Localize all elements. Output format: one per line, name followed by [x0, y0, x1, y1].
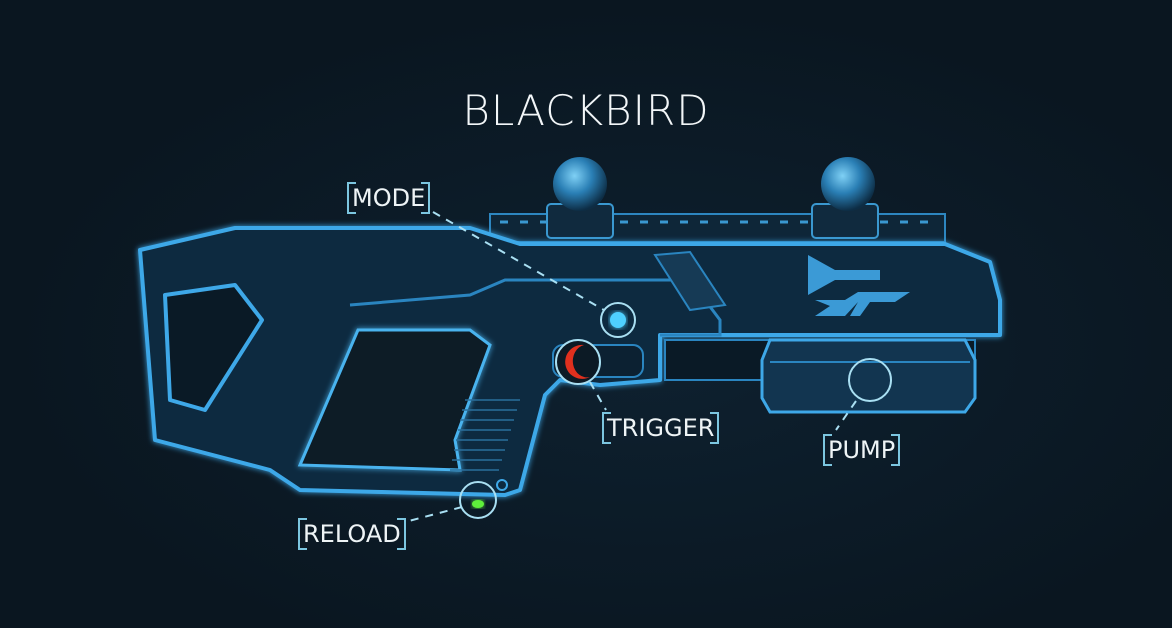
callout-reload: RELOAD — [298, 518, 406, 550]
callout-leaders — [404, 211, 857, 523]
trigger-button[interactable] — [555, 339, 601, 385]
grip-opening — [297, 328, 492, 472]
side-vent — [653, 250, 727, 312]
reload-button[interactable] — [459, 479, 508, 519]
brand-logo-icon — [808, 255, 910, 316]
sight-sphere-front — [811, 157, 879, 239]
callout-pump: PUMP — [823, 434, 901, 466]
callout-mode: MODE — [347, 182, 431, 214]
mode-button[interactable] — [600, 302, 636, 338]
callout-trigger: TRIGGER — [602, 412, 720, 444]
sight-sphere-rear — [546, 157, 614, 239]
stock-cutout — [163, 283, 264, 412]
product-title: BLACKBIRD — [462, 86, 710, 135]
pump-handle — [760, 338, 977, 414]
grip-texture — [450, 399, 520, 471]
